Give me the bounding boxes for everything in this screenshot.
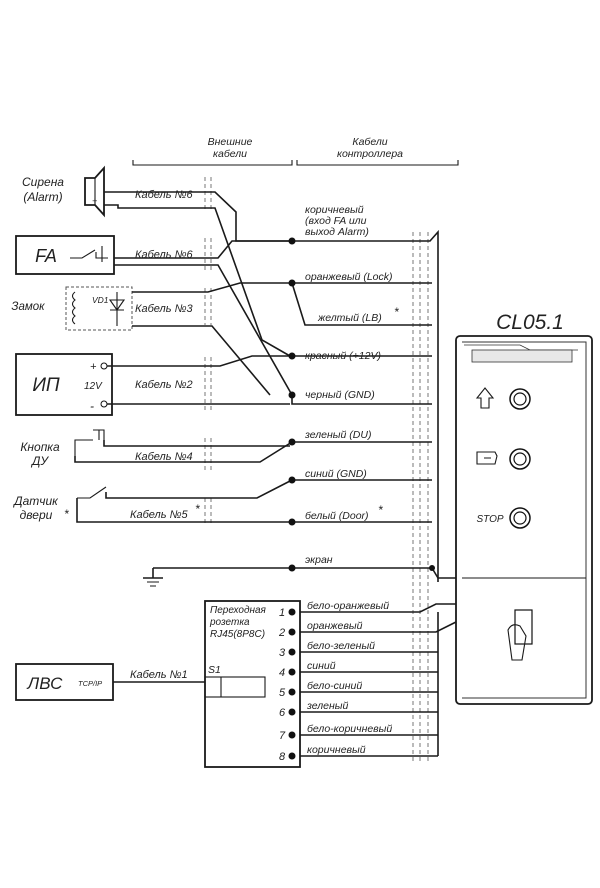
psu-label: ИП bbox=[32, 375, 60, 396]
stop-button[interactable]: STOP bbox=[476, 507, 531, 529]
rj45-pin-dot bbox=[288, 648, 296, 656]
cable-1-label: Кабель №1 bbox=[130, 669, 188, 681]
wire-orange-label: оранжевый (Lock) bbox=[305, 271, 393, 283]
wire-red-label: красный (+12V) bbox=[305, 350, 381, 362]
rj45-wire-label: коричневый bbox=[307, 744, 366, 756]
card-reader-icon bbox=[507, 609, 533, 661]
svg-text:*: * bbox=[378, 503, 383, 517]
fa-device: FA bbox=[15, 235, 115, 275]
controller-cl05: CL05.1 STOP bbox=[455, 311, 593, 705]
siren-label: Сирена(Alarm) bbox=[22, 175, 64, 204]
controller-cable-bundle bbox=[412, 232, 429, 762]
card-indicator-button[interactable] bbox=[476, 448, 531, 470]
cable-4-label: Кабель №4 bbox=[135, 451, 193, 463]
lan-device: ЛВС TCP/IP bbox=[15, 663, 114, 701]
ground-symbol bbox=[143, 568, 163, 587]
junction-dots bbox=[288, 237, 435, 572]
rj45-pin-number: 8 bbox=[279, 751, 286, 763]
exit-arrow-button[interactable] bbox=[475, 387, 531, 410]
rj45-wire-label: бело-оранжевый bbox=[307, 600, 389, 612]
cable-labels: Кабель №6 Кабель №6 Кабель №3 Кабель №2 … bbox=[130, 189, 200, 681]
cable-2-label: Кабель №2 bbox=[135, 379, 193, 391]
wire-white-label: белый (Door) bbox=[305, 510, 369, 522]
wire-screen-label: экран bbox=[305, 554, 333, 566]
cable-5-label: Кабель №5 bbox=[130, 509, 188, 521]
controller-title: CL05.1 bbox=[496, 311, 564, 334]
fa-label: FA bbox=[35, 246, 57, 266]
rj45-pin-dot bbox=[288, 668, 296, 676]
svg-text:+: + bbox=[90, 361, 97, 373]
external-wiring bbox=[74, 191, 293, 683]
rj45-pin-dot bbox=[288, 731, 296, 739]
cable-6a-label: Кабель №6 bbox=[135, 189, 193, 201]
rj45-pin-number: 7 bbox=[279, 730, 286, 742]
svg-text:12V: 12V bbox=[84, 381, 103, 392]
rj45-wire-label: оранжевый bbox=[307, 620, 363, 632]
lan-protocol-label: TCP/IP bbox=[78, 679, 102, 688]
rj45-pin-number: 6 bbox=[279, 707, 286, 719]
cable-3-label: Кабель №3 bbox=[135, 303, 193, 315]
switch-s1-label: S1 bbox=[208, 664, 221, 676]
siren: Сирена(Alarm) + bbox=[22, 165, 105, 218]
svg-text:*: * bbox=[195, 502, 200, 516]
rj45-pin-number: 3 bbox=[279, 647, 286, 659]
rj45-wire-label: синий bbox=[307, 660, 336, 672]
svg-text:-: - bbox=[90, 399, 94, 413]
controller-wiring bbox=[291, 229, 457, 757]
lock-label: Замок bbox=[11, 301, 45, 313]
rj45-pin-number: 5 bbox=[279, 687, 286, 699]
rj45-wire-label: бело-зеленый bbox=[307, 640, 375, 652]
power-supply: ИП + - 12V bbox=[15, 353, 113, 416]
wire-yellow-label: желтый (LB) bbox=[317, 312, 382, 324]
lock-device: Замок VD1 bbox=[11, 286, 133, 331]
rj45-pin-dot bbox=[288, 628, 296, 636]
stop-label: STOP bbox=[476, 514, 503, 525]
rj45-pin-dot bbox=[288, 752, 296, 760]
svg-text:*: * bbox=[64, 507, 69, 521]
svg-text:*: * bbox=[394, 305, 399, 319]
wire-green-label: зеленый (DU) bbox=[304, 429, 371, 441]
rj45-pin-dot bbox=[288, 608, 296, 616]
rj45-pin-number: 4 bbox=[279, 667, 285, 679]
rj45-pin-dot bbox=[288, 708, 296, 716]
lan-label: ЛВС bbox=[27, 674, 64, 693]
rj45-wire-label: бело-коричневый bbox=[307, 723, 392, 735]
rj45-wire-label: бело-синий bbox=[307, 680, 362, 692]
rj45-pin-dot bbox=[288, 688, 296, 696]
rj45-wire-label: зеленый bbox=[306, 700, 349, 712]
rj45-pin-number: 2 bbox=[278, 627, 285, 639]
svg-text:+: + bbox=[92, 196, 97, 206]
diode-label: VD1 bbox=[92, 295, 109, 305]
wire-blue-label: синий (GND) bbox=[305, 468, 367, 480]
rj45-pin-number: 1 bbox=[279, 607, 285, 619]
wire-black-label: черный (GND) bbox=[305, 389, 375, 401]
cable-6b-label: Кабель №6 bbox=[135, 249, 193, 261]
rj45-pins: 1 бело-оранжевый 2 оранжевый 3 бело-зеленый 4 с… bbox=[278, 600, 392, 763]
